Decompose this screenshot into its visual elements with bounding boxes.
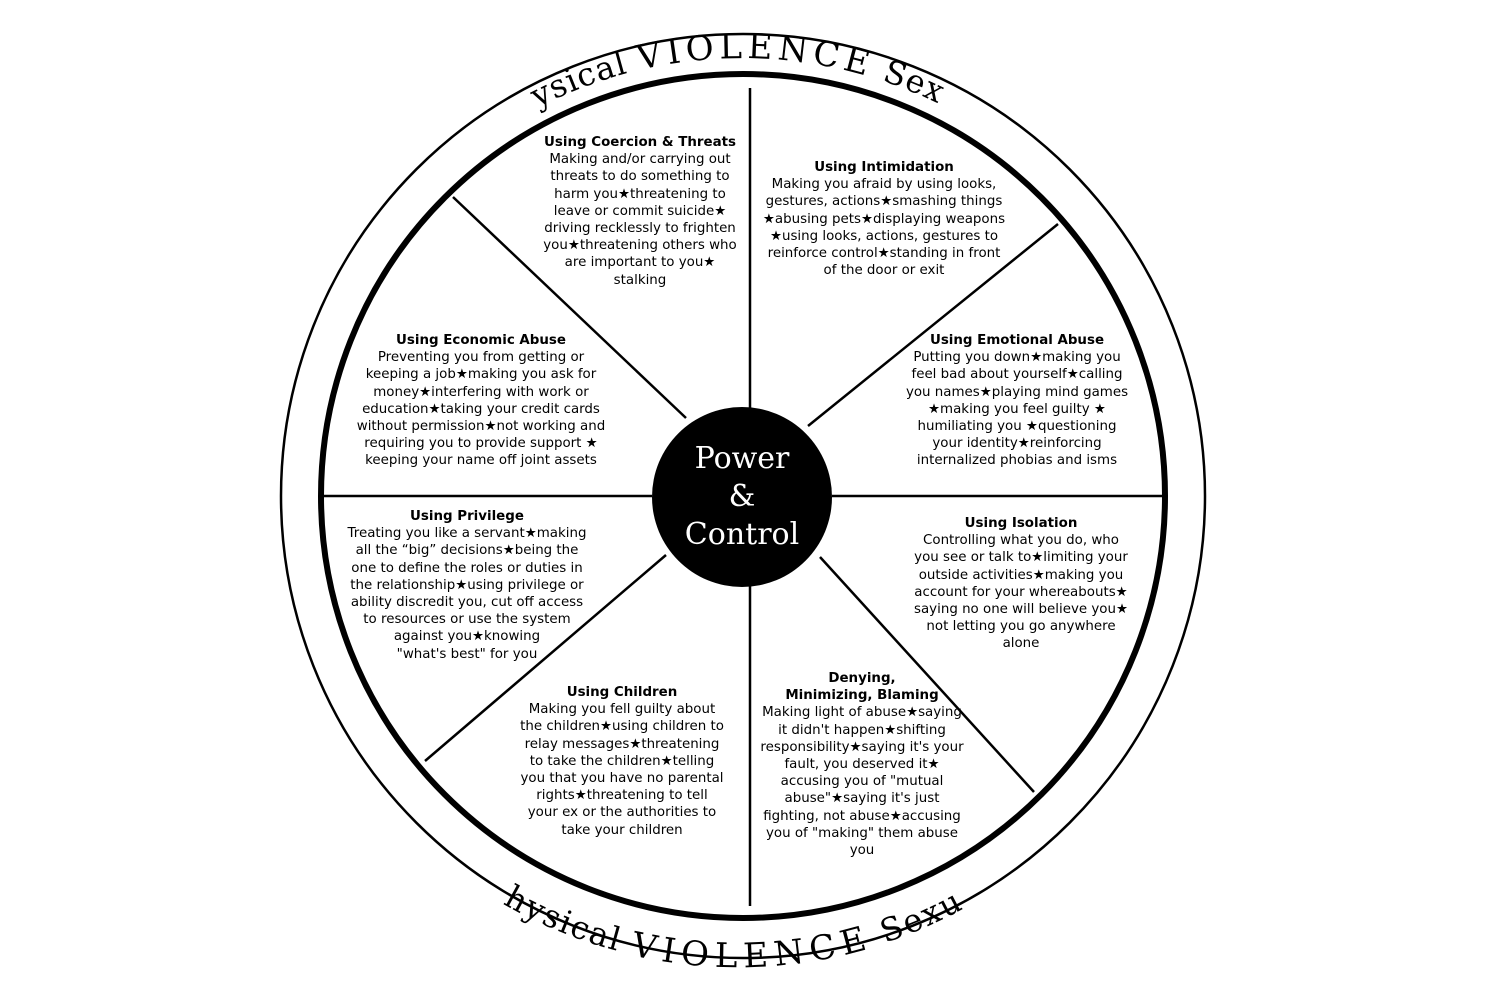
segment-text-line: feel bad about yourself★calling [911, 367, 1123, 383]
spoke-lower-right [819, 556, 1035, 793]
segment-text-line: the relationship★using privilege or [350, 577, 584, 593]
segment-denying-minimizing-blaming: Denying, Minimizing, Blaming Making ligh… [760, 670, 963, 859]
power-control-hub: Power & Control [652, 407, 832, 587]
segment-isolation: Using Isolation Controlling what you do,… [914, 515, 1128, 653]
segment-text-line: abuse"★saying it's just [784, 791, 940, 807]
spoke-upper-right [807, 223, 1059, 427]
segment-text-line: you see or talk to★limiting your [914, 550, 1128, 566]
segment-text-line: account for your whereabouts★ [914, 584, 1128, 600]
segment-text-line: you that you have no parental [520, 771, 724, 787]
segment-text-line: Making light of abuse★saying [762, 705, 962, 721]
segment-emotional-abuse: Using Emotional Abuse Putting you down★m… [906, 332, 1128, 470]
segment-text-line: "what's best" for you [396, 646, 538, 662]
segment-text-line: the children★using children to [520, 719, 724, 735]
segment-text-line: harm you★threatening to [554, 186, 726, 202]
segment-text-line: Making you fell guilty about [528, 702, 716, 718]
segment-title-2: Minimizing, Blaming [785, 688, 939, 704]
segment-text-line: alone [1002, 636, 1040, 652]
segment-title: Using Intimidation [814, 160, 954, 175]
segment-text-line: ability discredit you, cut off access [350, 595, 584, 611]
segment-title: Using Coercion & Threats [544, 135, 736, 150]
segment-coercion-threats: Using Coercion & Threats Making and/or c… [543, 134, 736, 289]
segment-text-line: Making you afraid by using looks, [771, 177, 997, 193]
segment-text-line: your ex or the authorities to [527, 805, 717, 821]
segment-text-line: fighting, not abuse★accusing [763, 808, 961, 824]
segment-text-line: internalized phobias and isms [916, 453, 1118, 469]
segment-text-line: of the door or exit [823, 263, 945, 279]
segment-title: Using Privilege [410, 509, 524, 524]
segment-using-privilege: Using Privilege Treating you like a serv… [348, 508, 587, 663]
segment-text-line: not letting you go anywhere [926, 619, 1116, 635]
segment-text-line: you of "making" them abuse [766, 825, 958, 841]
segment-text-line: threats to do something to [550, 169, 730, 185]
segment-text-line: ★abusing pets★displaying weapons [762, 211, 1006, 227]
hub-line-3: Control [684, 517, 800, 552]
segment-text-line: to take the children★telling [529, 753, 715, 769]
segment-text-line: it didn't happen★shifting [778, 722, 946, 738]
segment-text-line: you names★playing mind games [905, 384, 1129, 400]
segment-text-line: accusing you of "mutual [780, 774, 944, 790]
segment-text-line: Controlling what you do, who [923, 533, 1119, 549]
segment-text-line: are important to you★ [564, 255, 716, 271]
segment-text-line: education★taking your credit cards [362, 401, 600, 417]
segment-text-line: responsibility★saying it's your [760, 739, 964, 755]
segment-title: Using Isolation [964, 516, 1078, 531]
segment-text-line: leave or commit suicide★ [553, 203, 727, 219]
segment-text-line: ★making you feel guilty ★ [928, 401, 1106, 417]
segment-text-line: saying no one will believe you★ [914, 602, 1128, 618]
segment-text-line: gestures, actions★smashing things [765, 194, 1003, 210]
segment-text-line: to resources or use the system [363, 612, 571, 628]
segment-text-line: one to define the roles or duties in [351, 560, 583, 576]
segment-text-line: Preventing you from getting or [377, 350, 585, 366]
segment-text-line: all the “big” decisions★being the [355, 543, 579, 559]
segment-text-line: keeping a job★making you ask for [365, 367, 597, 383]
segment-text-line: take your children [561, 822, 683, 838]
inner-ring [318, 71, 1168, 921]
segment-text-line: ★using looks, actions, gestures to [769, 228, 999, 244]
segment-title: Denying, [828, 671, 896, 686]
segment-text-line: without permission★not working and [356, 419, 606, 435]
segment-text-line: humiliating you ★questioning [917, 419, 1117, 435]
segment-text-line: driving recklessly to frighten [544, 221, 736, 237]
segment-text-line: outside activities★making you [918, 567, 1124, 583]
segment-text-line: Putting you down★making you [913, 350, 1121, 366]
segment-title: Using Emotional Abuse [929, 333, 1105, 348]
segment-text-line: reinforce control★standing in front [767, 246, 1001, 262]
segment-title: Using Children [566, 685, 678, 700]
segment-intimidation: Using Intimidation Making you afraid by … [763, 159, 1005, 279]
segment-title: Using Economic Abuse [396, 333, 566, 348]
ring-text-top: Physical VIOLENCE Sexual [0, 0, 951, 115]
segment-text-line: your identity★reinforcing [932, 436, 1102, 452]
spoke-lower-left [424, 554, 667, 762]
segment-text-line: Treating you like a servant★making [347, 526, 587, 542]
segment-text-line: keeping your name off joint assets [365, 453, 597, 469]
segment-economic-abuse: Using Economic Abuse Preventing you from… [357, 332, 605, 470]
segment-text-line: you [849, 843, 875, 859]
segment-text-line: against you★knowing [393, 629, 541, 645]
hub-line-1: Power [694, 441, 790, 476]
hub-line-2: & [728, 479, 756, 514]
segment-text-line: fault, you deserved it★ [784, 757, 940, 773]
segment-text-line: money★interfering with work or [373, 384, 589, 400]
segment-text-line: stalking [613, 272, 667, 288]
segment-text-line: rights★threatening to tell [536, 788, 708, 804]
spoke-upper-left [452, 196, 687, 419]
segment-text-line: relay messages★threatening [524, 736, 720, 752]
segment-text-line: requiring you to provide support ★ [364, 436, 598, 452]
outer-ring [279, 32, 1207, 960]
segment-using-children: Using Children Making you fell guilty ab… [520, 684, 724, 839]
segment-text-line: you★threatening others who [543, 238, 737, 254]
segment-text-line: Making and/or carrying out [549, 152, 731, 168]
